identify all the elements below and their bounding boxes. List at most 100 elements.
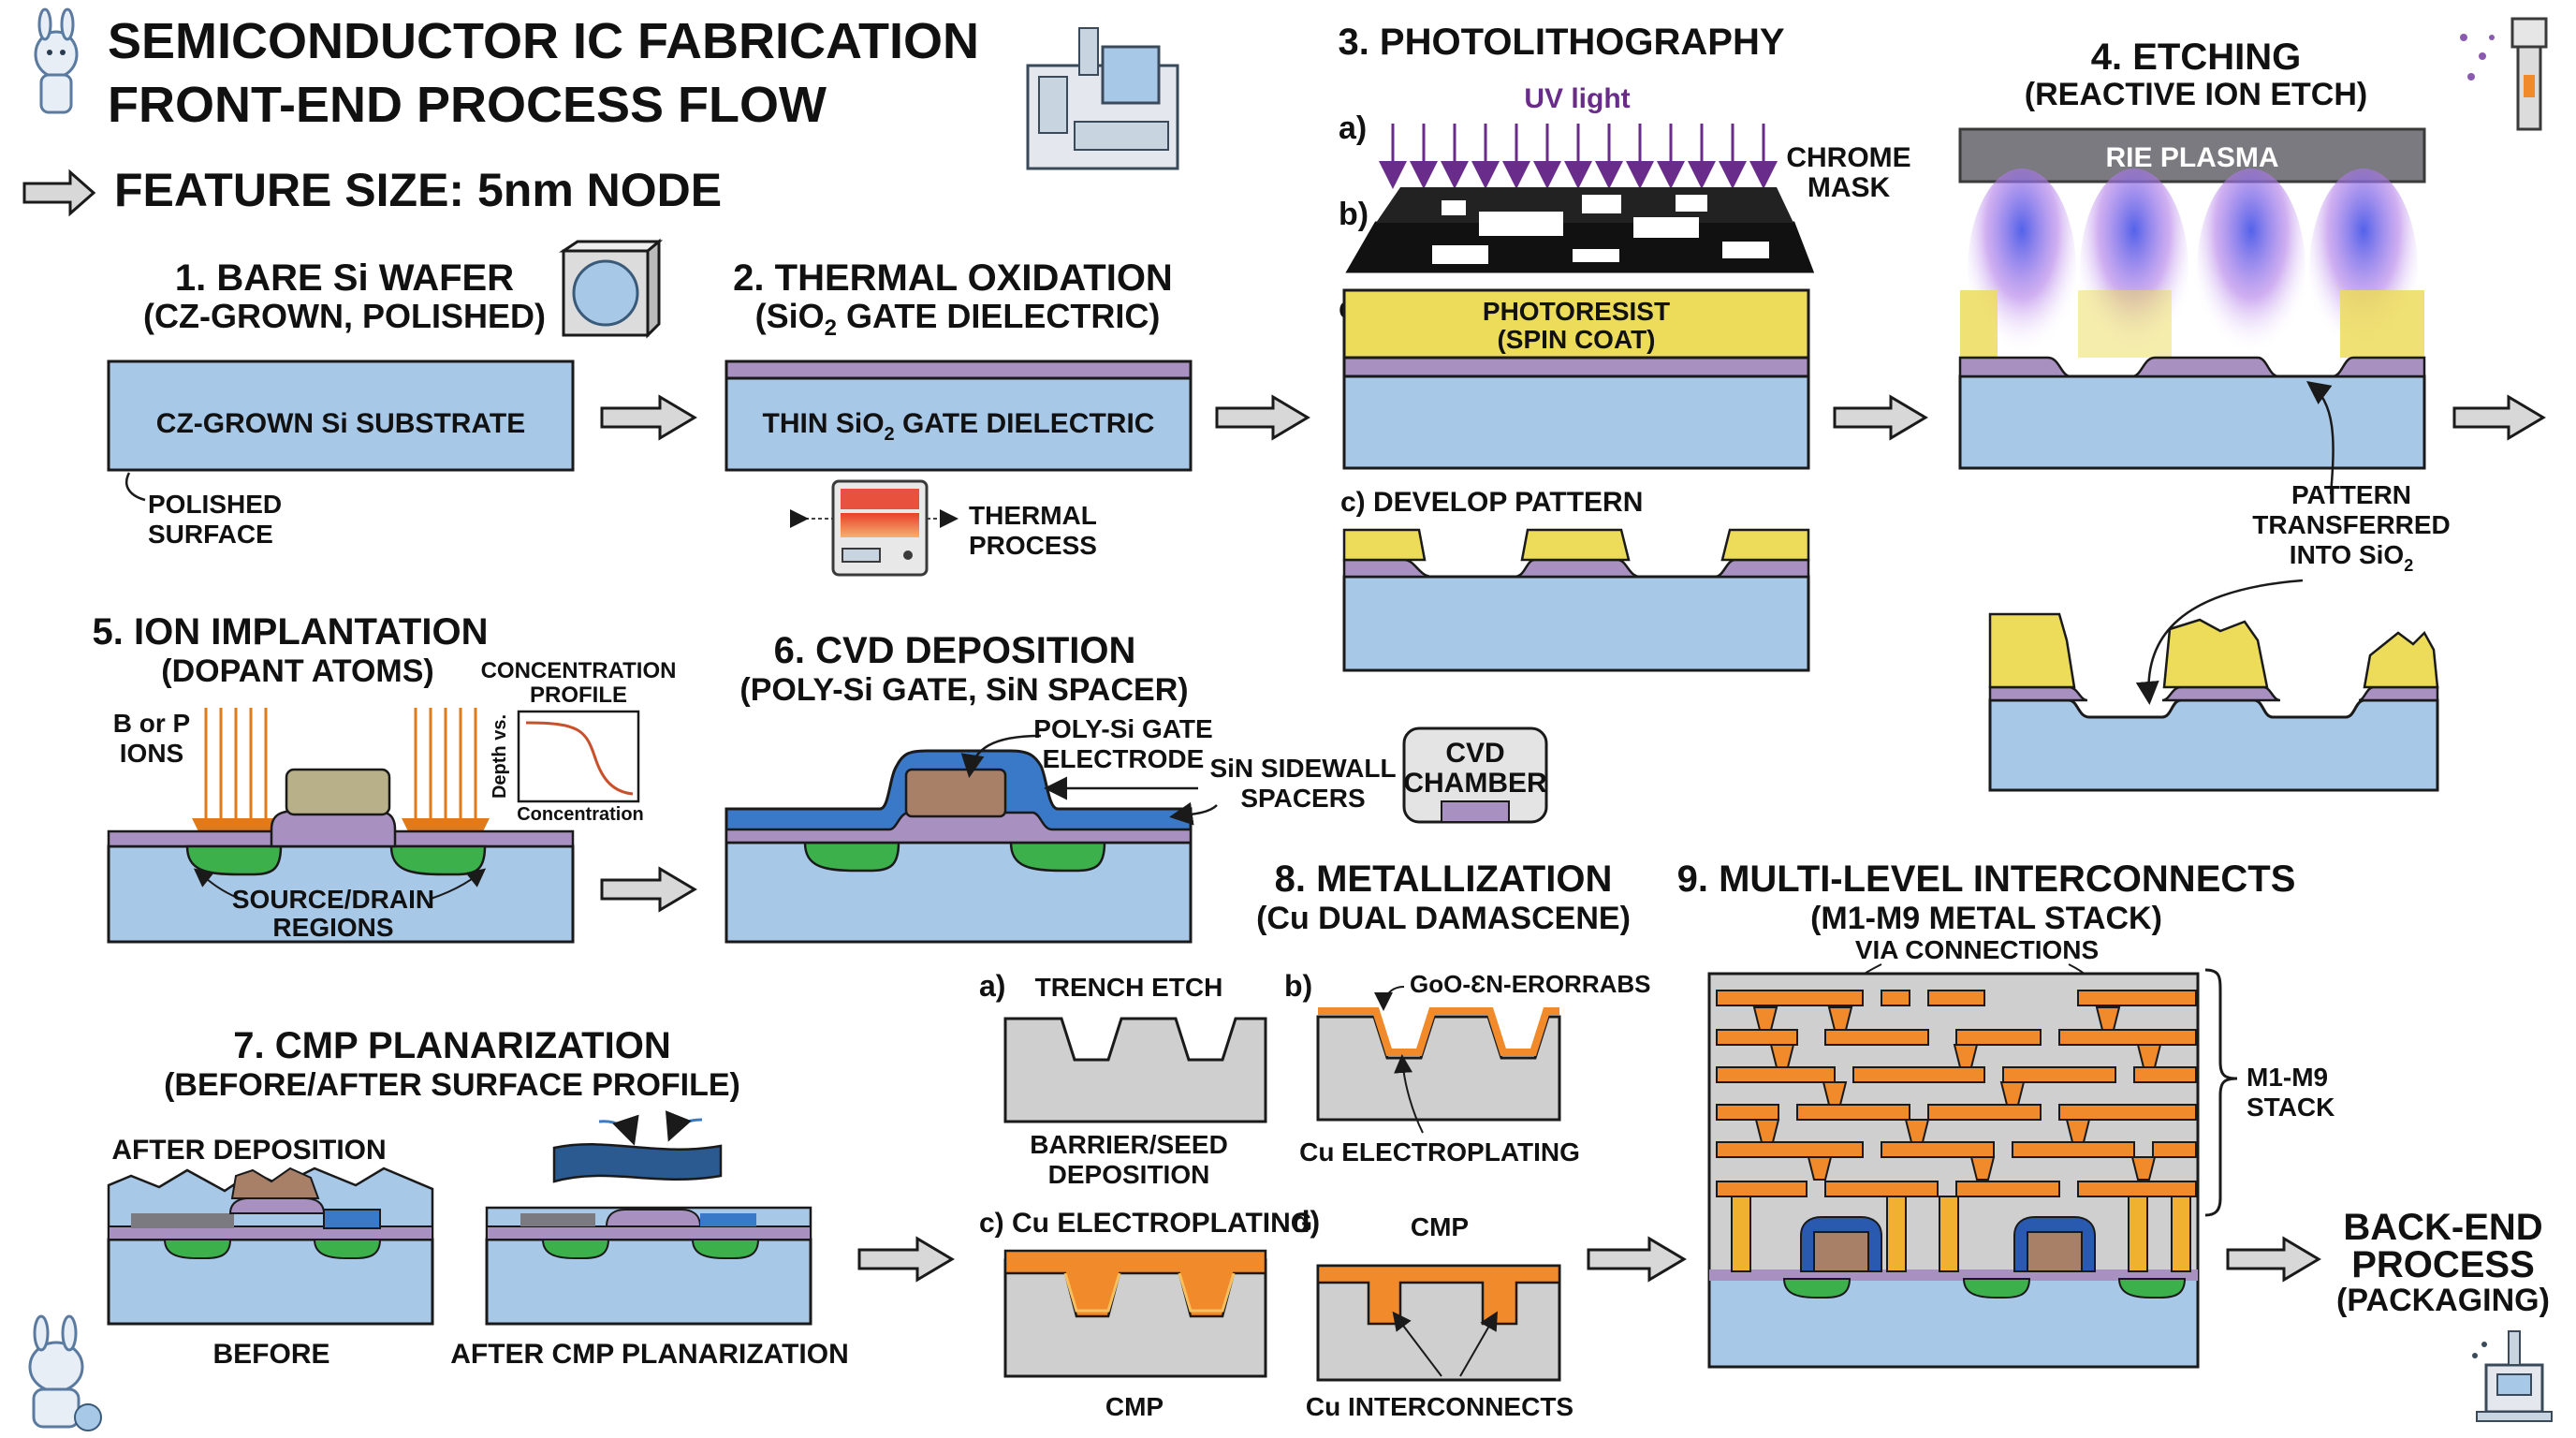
back-end-line1: BACK-END <box>2343 1207 2542 1248</box>
contact-plug <box>1731 1196 1751 1272</box>
via <box>1953 1044 1979 1068</box>
via <box>1807 1156 1833 1181</box>
via <box>1752 1006 1778 1031</box>
mask-label-line1: CHROME <box>1786 142 1910 173</box>
cvd-chamber-icon <box>1402 726 1548 824</box>
metal-line <box>1716 1141 1864 1158</box>
via <box>2095 1006 2121 1031</box>
step-1-subtitle: (CZ-GROWN, POLISHED) <box>143 297 546 335</box>
step-6-cvd-deposition: 6. CVD DEPOSITION (POLY-Si GATE, SiN SPA… <box>724 630 1548 944</box>
metal-line <box>1716 990 1864 1006</box>
step-1-bare-wafer: 1. BARE Si WAFER (CZ-GROWN, POLISHED) CZ… <box>107 238 664 549</box>
cmp-d-label: CMP <box>1411 1212 1469 1241</box>
sin-label-line1: SiN SIDEWALL <box>1209 754 1396 783</box>
photoresist-label-line1: PHOTORESIST <box>1483 297 1670 326</box>
step-8-subtitle: (Cu DUAL DAMASCENE) <box>1256 901 1631 936</box>
metal-line <box>1852 1066 1985 1083</box>
callout-arrow <box>2135 579 2304 705</box>
via <box>1822 1081 1848 1106</box>
substrate-label: CZ-GROWN Si SUBSTRATE <box>156 408 525 439</box>
callout-line <box>124 472 146 502</box>
photoresist-label-line2: (SPIN COAT) <box>1497 325 1655 354</box>
label-c: c) Cu ELECTROPLATING <box>979 1208 1312 1239</box>
contact-plug <box>2171 1196 2191 1272</box>
stack-brace <box>2204 968 2238 1217</box>
after-deposition-label: AFTER DEPOSITION <box>111 1135 386 1166</box>
mascot-icon <box>28 1314 102 1431</box>
step-2-title: 2. THERMAL OXIDATION <box>733 257 1173 299</box>
ions-label-line2: IONS <box>120 739 183 768</box>
cmp-c-label: CMP <box>1105 1392 1164 1421</box>
label-a: a) <box>979 969 1005 1003</box>
feature-size-label: FEATURE SIZE: 5nm NODE <box>114 164 722 216</box>
via <box>2136 1044 2162 1068</box>
ions-label-line1: B or P <box>113 709 190 738</box>
metal-line <box>1824 1029 1929 1046</box>
pattern-note-line2: TRANSFERRED <box>2252 510 2451 539</box>
uv-light-label: UV light <box>1524 83 1630 114</box>
cmp-metal-wafer <box>1316 1264 1561 1382</box>
interconnects-label: Cu INTERCONNECTS <box>1306 1392 1573 1421</box>
plated-wafer <box>1003 1249 1267 1378</box>
callout-arrow <box>960 734 1042 778</box>
oxide-label: THIN SiO2 GATE DIELECTRIC <box>763 408 1155 445</box>
header: SEMICONDUCTOR IC FABRICATION FRONT-END P… <box>22 7 1179 217</box>
metal-line <box>1927 990 1985 1006</box>
uv-rays <box>1379 124 1778 189</box>
regions-label-line1: SOURCE/DRAIN <box>232 885 434 914</box>
chamber-label-line1: CVD <box>1445 738 1504 769</box>
barrier-label-line2: DEPOSITION <box>1048 1160 1210 1189</box>
contact-plug <box>1886 1196 1907 1272</box>
sin-label-line2: SPACERS <box>1240 784 1365 813</box>
flow-arrow <box>857 1236 955 1283</box>
step-8-title: 8. METALLIZATION <box>1275 858 1613 900</box>
profile-label-line1: CONCENTRATION <box>481 658 677 683</box>
pattern-note-line1: PATTERN <box>2291 480 2411 509</box>
via <box>1904 1119 1930 1143</box>
stack-label-line1: M1-M9 <box>2247 1063 2328 1092</box>
flow-arrow <box>1833 394 1928 441</box>
cvd-wafer <box>724 749 1193 944</box>
step-2-subtitle: (SiO2 GATE DIELECTRIC) <box>755 297 1161 341</box>
back-end-process: BACK-END PROCESS (PACKAGING) <box>2336 1207 2553 1422</box>
garbled-label: GoO-ƐN-ERORRABS <box>1410 970 1651 998</box>
arrow-right-icon <box>22 169 96 217</box>
chrome-mask <box>1345 187 1815 273</box>
barrier-wafer <box>1316 1007 1561 1122</box>
profile-y-label: Depth vs. <box>490 714 510 799</box>
pattern-note-line3: INTO SiO2 <box>2290 540 2413 575</box>
trench-etch-label: TRENCH ETCH <box>1035 973 1223 1002</box>
step-4-title: 4. ETCHING <box>2091 37 2301 78</box>
step-1-title: 1. BARE Si WAFER <box>175 257 514 299</box>
flow-arrow <box>1215 394 1310 441</box>
chamber-label-line2: CHAMBER <box>1403 768 1547 799</box>
before-label: BEFORE <box>212 1339 329 1370</box>
step-6-subtitle: (POLY-Si GATE, SiN SPACER) <box>739 672 1188 708</box>
label-a: a) <box>1339 110 1367 146</box>
back-end-line3: (PACKAGING) <box>2336 1283 2550 1318</box>
oxide-layer <box>1342 356 1810 378</box>
step-9-interconnects: 9. MULTI-LEVEL INTERCONNECTS (M1-M9 META… <box>1677 858 2334 1369</box>
photoresist-layer <box>1342 288 1810 360</box>
step-3-photolithography: 3. PHOTOLITHOGRAPHY a) b) c) UV light CH… <box>1338 22 1911 672</box>
after-cmp-label: AFTER CMP PLANARIZATION <box>450 1339 849 1370</box>
flow-arrow <box>2452 394 2546 441</box>
etched-wafer-top <box>1958 290 2426 470</box>
substrate-layer <box>1342 374 1810 470</box>
step-6-title: 6. CVD DEPOSITION <box>774 630 1136 671</box>
callout-arrow <box>193 868 241 900</box>
packaging-machine-icon <box>2472 1330 2553 1422</box>
step-4-etching: 4. ETCHING (REACTIVE ION ETCH) RIE PLASM… <box>1958 17 2548 792</box>
metal-line <box>2152 1141 2197 1158</box>
via <box>1754 1119 1780 1143</box>
cmp-before-wafer <box>107 1167 434 1326</box>
develop-pattern-label: c) DEVELOP PATTERN <box>1340 487 1643 518</box>
etched-wafer-detail <box>1988 612 2439 792</box>
flashlight-icon <box>2460 17 2548 131</box>
metal-line <box>1824 1181 1939 1197</box>
label-d: d) <box>1292 1205 1320 1239</box>
flow-arrows <box>600 394 2546 1283</box>
step-2-thermal-oxidation: 2. THERMAL OXIDATION (SiO2 GATE DIELECTR… <box>724 257 1193 577</box>
metal-line <box>1955 1181 2060 1197</box>
